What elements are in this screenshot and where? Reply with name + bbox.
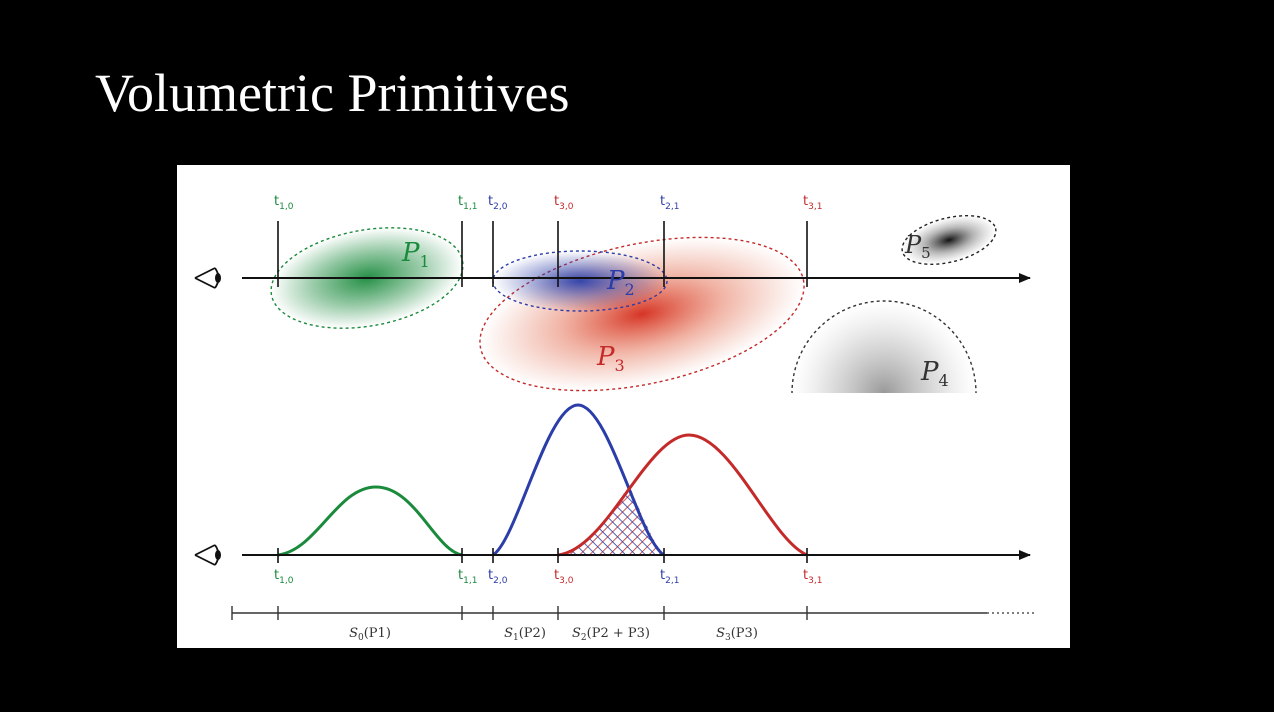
- primitive-p5: [901, 214, 997, 266]
- eye-icon: [194, 267, 221, 289]
- eye-icon: [194, 544, 221, 566]
- tick-label-t21-top: t2,1: [660, 194, 679, 212]
- tick-label-t10-bottom: t1,0: [274, 568, 294, 586]
- tick-label-t20-top: t2,0: [488, 194, 508, 212]
- segment-label-s0: S0(P1): [349, 626, 391, 643]
- curve-p1: [277, 485, 463, 557]
- segment-bar: [231, 606, 1035, 620]
- primitive-p4: [791, 300, 977, 393]
- label-p1: P1: [401, 238, 430, 271]
- tick-label-t11-top: t1,1: [458, 194, 477, 212]
- segment-label-s2: S2(P2 + P3): [572, 626, 650, 643]
- primitive-p3: [479, 236, 805, 392]
- label-p3: P3: [596, 342, 625, 375]
- curve-p3: [557, 433, 808, 557]
- diagram-svg: t1,0 t1,1 t2,0 t3,0 t2,1 t3,1 P1 P2 P3 P…: [194, 194, 1035, 643]
- label-p4: P4: [920, 357, 949, 390]
- tick-label-t30-top: t3,0: [554, 194, 574, 212]
- primitive-p2: [492, 250, 668, 312]
- figure-panel: t1,0 t1,1 t2,0 t3,0 t2,1 t3,1 P1 P2 P3 P…: [177, 165, 1070, 648]
- slide-title: Volumetric Primitives: [95, 63, 570, 123]
- label-p2: P2: [606, 266, 635, 299]
- tick-label-t30-bottom: t3,0: [554, 568, 574, 586]
- bottom-tick-lines: [277, 548, 808, 563]
- segment-label-s3: S3(P3): [716, 626, 758, 643]
- top-tick-lines: [277, 221, 808, 287]
- tick-label-t11-bottom: t1,1: [458, 568, 477, 586]
- tick-label-t10-top: t1,0: [274, 194, 294, 212]
- tick-label-t21-bottom: t2,1: [660, 568, 679, 586]
- overlap-hatch: [558, 485, 664, 555]
- tick-label-t31-top: t3,1: [803, 194, 822, 212]
- segment-label-s1: S1(P2): [504, 626, 546, 643]
- tick-label-t31-bottom: t3,1: [803, 568, 822, 586]
- tick-label-t20-bottom: t2,0: [488, 568, 508, 586]
- label-p5: P5: [904, 231, 931, 262]
- curve-p2: [492, 403, 665, 557]
